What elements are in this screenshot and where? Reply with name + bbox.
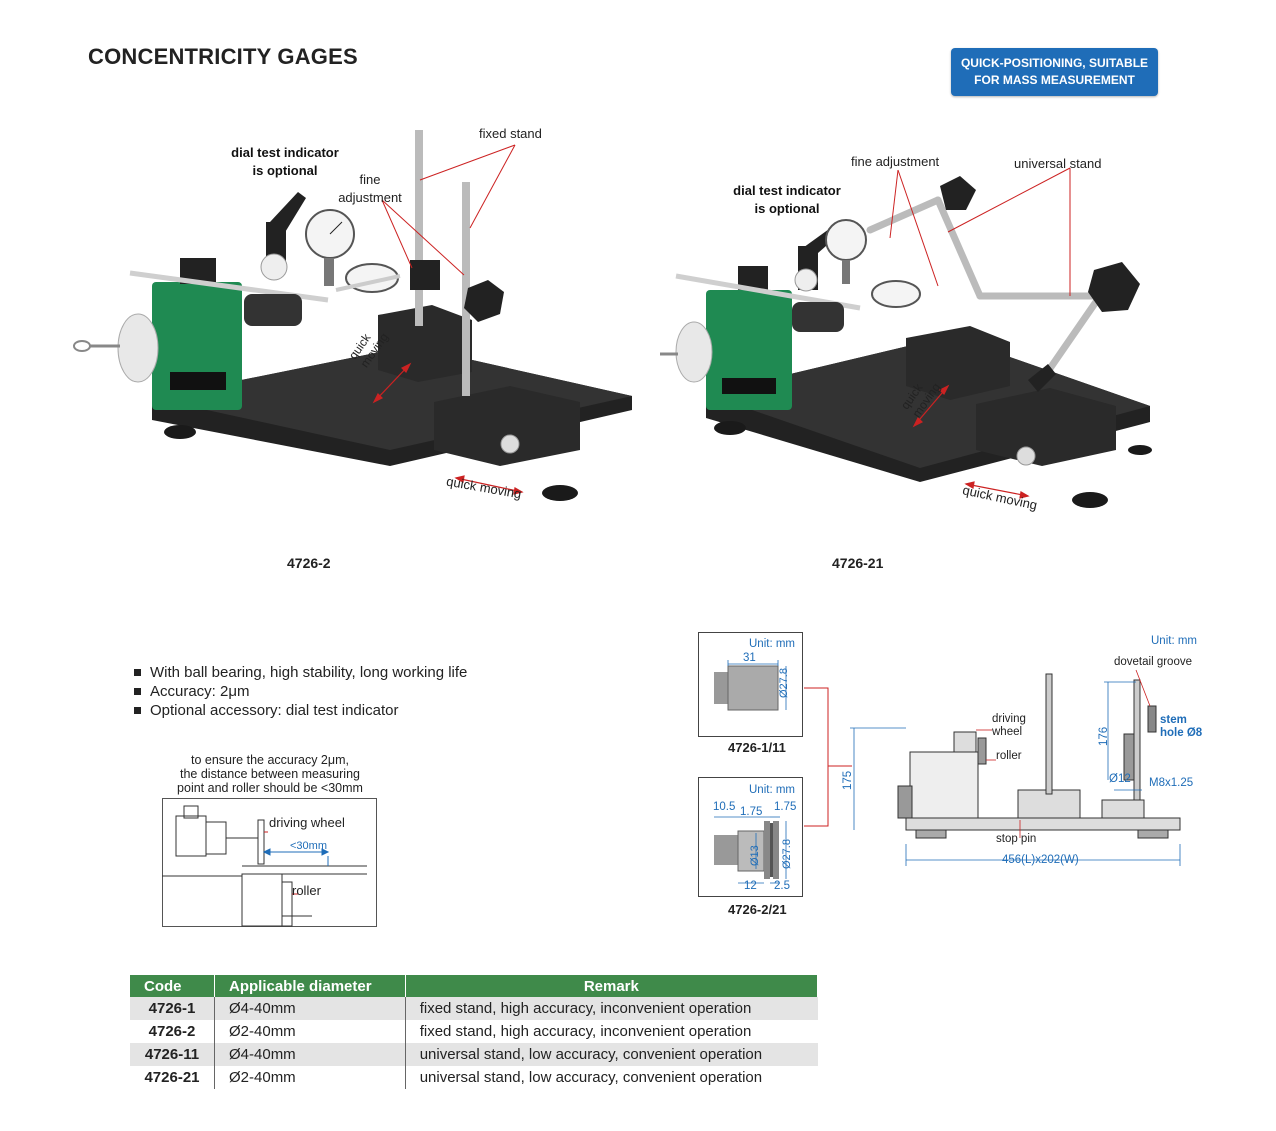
label-dial-line-2: is optional xyxy=(252,163,318,178)
feature-item-2: Accuracy: 2μm xyxy=(134,683,250,700)
model-4726-1-11: 4726-1/11 xyxy=(728,740,786,755)
label-stem-line-1: stem xyxy=(1160,714,1187,726)
model-4726-21: 4726-21 xyxy=(832,555,884,571)
accuracy-diagram xyxy=(162,798,377,927)
label-fine-line-1: fine xyxy=(359,172,381,187)
label-fine-adjustment-right: fine adjustment xyxy=(851,154,940,169)
cell-diameter: Ø2-40mm xyxy=(214,1066,406,1089)
cell-diameter: Ø2-40mm xyxy=(214,1020,406,1043)
accuracy-note-line-3: point and roller should be <30mm xyxy=(177,781,363,795)
cell-diameter: Ø4-40mm xyxy=(214,1043,406,1066)
cell-diameter: Ø4-40mm xyxy=(214,997,406,1020)
label-dial-line-1: dial test indicator xyxy=(231,145,339,160)
header-remark: Remark xyxy=(405,975,819,997)
label-dial-optional-left: dial test indicator is optional xyxy=(210,144,360,180)
badge-line-1: QUICK-POSITIONING, SUITABLE xyxy=(960,56,1149,70)
dim-thread: M8x1.25 xyxy=(1149,777,1194,789)
label-distance: <30mm xyxy=(290,840,327,852)
page-title: CONCENTRICITY GAGES xyxy=(88,44,358,69)
table-row: 4726-2 Ø2-40mm fixed stand, high accurac… xyxy=(130,1020,818,1043)
feature-item-1: With ball bearing, high stability, long … xyxy=(134,664,467,681)
cell-remark: fixed stand, high accuracy, inconvenient… xyxy=(405,997,818,1020)
dim-1-75-a: 1.75 xyxy=(740,806,763,818)
model-4726-2: 4726-2 xyxy=(287,555,331,571)
cell-code: 4726-11 xyxy=(130,1043,215,1066)
cell-remark: fixed stand, high accuracy, inconvenient… xyxy=(419,1023,752,1040)
cell-remark: universal stand, low accuracy, convenien… xyxy=(405,1043,818,1066)
dim-12: 12 xyxy=(744,880,757,892)
label-fixed-stand: fixed stand xyxy=(479,126,542,141)
label-fine-adjustment-left: fine adjustment xyxy=(330,171,410,207)
green-head-body xyxy=(152,282,242,410)
header-code: Code xyxy=(130,975,215,997)
dim-diameter-top: Ø27.8 xyxy=(778,668,790,698)
cell-remark: universal stand, low accuracy, convenien… xyxy=(419,1069,763,1086)
dim-2-5: 2.5 xyxy=(774,880,790,892)
knob xyxy=(464,280,504,322)
label-dovetail-groove: dovetail groove xyxy=(1114,656,1192,668)
dim-1-75-b: 1.75 xyxy=(774,801,797,813)
table-row: 4726-21 Ø2-40mm universal stand, low acc… xyxy=(130,1066,818,1089)
dim-base-size: 456(L)x202(W) xyxy=(1002,854,1079,866)
feature-item-3: Optional accessory: dial test indicator xyxy=(134,702,398,719)
dim-diameter-13: Ø13 xyxy=(749,845,761,866)
header-diameter: Applicable diameter xyxy=(214,975,406,997)
accuracy-note-line-2: the distance between measuring xyxy=(180,767,360,781)
accuracy-note: to ensure the accuracy 2μm, the distance… xyxy=(150,753,390,795)
feature-text: With ball bearing, high stability, long … xyxy=(150,664,468,681)
label-stem-line-2: hole Ø8 xyxy=(1160,727,1203,739)
feature-badge: QUICK-POSITIONING, SUITABLE FOR MASS MEA… xyxy=(951,48,1158,96)
roller-diagram-bottom xyxy=(698,777,803,897)
label-roller-dim: roller xyxy=(996,750,1022,762)
connector-lines xyxy=(804,687,852,827)
model-4726-2-21: 4726-2/21 xyxy=(728,902,787,917)
label-dial-line-2: is optional xyxy=(754,201,820,216)
dim-height-175: 175 xyxy=(842,770,854,790)
dim-10-5: 10.5 xyxy=(713,801,736,813)
table-row: 4726-1 Ø4-40mm fixed stand, high accurac… xyxy=(130,997,818,1020)
unit-label-dimension: Unit: mm xyxy=(1151,635,1197,647)
label-driving-line-2: wheel xyxy=(992,726,1023,738)
dial-gauge-2 xyxy=(871,280,921,308)
foot-left-front xyxy=(164,425,196,439)
table-header-row: Code Applicable diameter Remark xyxy=(130,975,819,997)
dial-gauge-1 xyxy=(825,219,867,261)
label-universal-stand: universal stand xyxy=(1014,156,1102,171)
unit-label-top: Unit: mm xyxy=(749,638,795,650)
accuracy-note-line-1: to ensure the accuracy 2μm, xyxy=(191,753,349,767)
label-driving-wheel-dim: driving wheel xyxy=(992,713,1026,739)
badge-line-2: FOR MASS MEASUREMENT xyxy=(974,73,1135,87)
table-row: 4726-11 Ø4-40mm universal stand, low acc… xyxy=(130,1043,818,1066)
unit-label-bottom: Unit: mm xyxy=(749,784,795,796)
label-dial-optional-right: dial test indicator is optional xyxy=(712,182,862,218)
cell-code: 4726-1 xyxy=(130,997,215,1020)
label-fine-line-2: adjustment xyxy=(338,190,402,205)
foot-right-front xyxy=(542,485,578,501)
feature-text: Accuracy: 2μm xyxy=(150,683,250,700)
feature-text: Optional accessory: dial test indicator xyxy=(150,702,399,719)
cell-code: 4726-21 xyxy=(130,1066,215,1089)
dim-height-176: 176 xyxy=(1098,726,1110,746)
label-dial-line-1: dial test indicator xyxy=(733,183,841,198)
label-driving-line-1: driving xyxy=(992,713,1026,725)
cell-code: 4726-2 xyxy=(130,1020,215,1043)
knob xyxy=(1088,262,1140,312)
product-image-4726-21 xyxy=(660,167,1152,508)
label-stop-pin: stop pin xyxy=(996,833,1037,845)
label-roller: roller xyxy=(292,883,321,898)
label-driving-wheel: driving wheel xyxy=(269,815,345,830)
dim-width-31: 31 xyxy=(743,652,756,664)
label-stem-hole: stem hole Ø8 xyxy=(1160,714,1202,740)
product-image-4726-2 xyxy=(73,130,632,501)
dim-diameter-12: Ø12 xyxy=(1109,773,1131,785)
dim-diameter-27-8: Ø27.8 xyxy=(781,839,793,869)
stand-rod-short xyxy=(462,182,470,396)
slide-block-right xyxy=(434,386,580,466)
spec-table: Code Applicable diameter Remark 4726-1 Ø… xyxy=(130,975,819,1089)
roller-diagram-top xyxy=(698,632,803,737)
stand-rod-tall xyxy=(415,130,423,326)
dimension-diagram xyxy=(850,669,1181,866)
slide-block-left xyxy=(378,305,472,382)
pulley xyxy=(117,313,159,383)
